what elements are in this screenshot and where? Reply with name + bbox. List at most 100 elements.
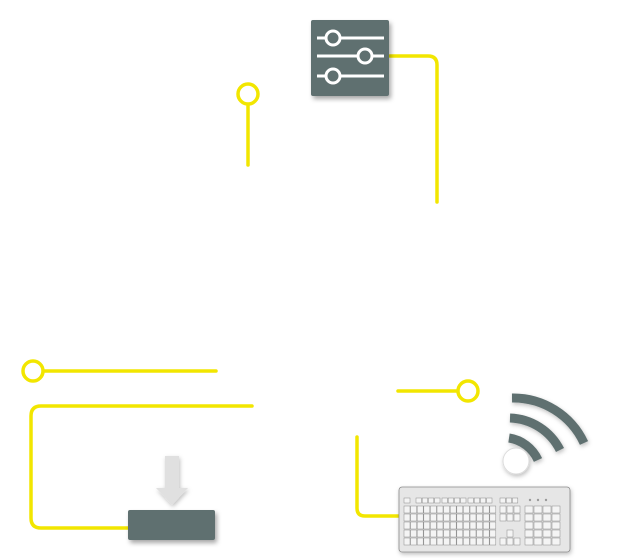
keyboard-led [544, 498, 548, 502]
keyboard-key [489, 529, 497, 538]
keyboard-key [482, 529, 490, 538]
keyboard-key [551, 505, 561, 514]
keyboard-key [423, 513, 431, 522]
keyboard-key [489, 537, 497, 546]
keyboard-key [463, 529, 470, 538]
keyboard-key [416, 505, 424, 514]
wifi-dot [502, 447, 530, 475]
keyboard-key [423, 505, 431, 514]
keyboard-key [443, 537, 450, 546]
keyboard-key [456, 513, 464, 522]
keyboard-key [542, 521, 552, 530]
keyboard-key [473, 497, 480, 504]
keyboard-key [436, 521, 444, 530]
keyboard-key [542, 513, 552, 522]
keyboard-key [436, 505, 444, 514]
connector-node-left [21, 359, 45, 383]
keyboard-key [460, 497, 467, 504]
keyboard-key [410, 505, 417, 514]
wifi-signal-icon [508, 393, 589, 463]
keyboard-key [463, 513, 470, 522]
keyboard-key [551, 521, 561, 530]
connector-left-loop [29, 404, 254, 530]
keyboard-key [428, 497, 435, 504]
keyboard-key [480, 497, 487, 504]
keyboard-key [524, 529, 534, 538]
keyboard-key [456, 521, 464, 530]
keyboard-key [430, 529, 437, 538]
keyboard-key [533, 521, 543, 530]
keyboard-keys [403, 497, 561, 546]
keyboard-key [436, 537, 444, 546]
keyboard-key [430, 521, 437, 530]
keyboard-key [449, 513, 457, 522]
keyboard-key [443, 521, 450, 530]
download-tray [128, 510, 215, 540]
keyboard-key [533, 537, 543, 546]
keyboard-key [456, 505, 464, 514]
keyboard-key [524, 537, 534, 546]
keyboard-key [421, 497, 428, 504]
keyboard-key [469, 513, 477, 522]
keyboard-key [513, 505, 521, 514]
keyboard-key [415, 497, 422, 504]
sliders-icon [311, 20, 389, 96]
keyboard-key [506, 513, 514, 522]
keyboard-key [463, 505, 470, 514]
keyboard-key [476, 505, 483, 514]
keyboard-key [403, 505, 411, 514]
keyboard-key [499, 513, 507, 522]
keyboard-key [463, 537, 470, 546]
keyboard-key [524, 505, 534, 514]
keyboard-key [533, 529, 543, 538]
keyboard-key [410, 529, 417, 538]
keyboard-key [499, 537, 507, 546]
keyboard-key [476, 513, 483, 522]
keyboard-key [434, 497, 441, 504]
settings-tile [311, 20, 389, 96]
keyboard-key [499, 497, 506, 504]
keyboard-key [482, 521, 490, 530]
keyboard-key [436, 513, 444, 522]
keyboard-key [512, 497, 519, 504]
keyboard-key [506, 529, 514, 538]
keyboard-key [416, 521, 424, 530]
keyboard-key [443, 513, 450, 522]
keyboard-key [456, 529, 464, 538]
keyboard-led [528, 498, 532, 502]
keyboard-key [423, 529, 431, 538]
keyboard-key [482, 537, 490, 546]
keyboard-key [423, 521, 431, 530]
keyboard-key [469, 529, 477, 538]
keyboard-key [403, 497, 411, 504]
keyboard-key [469, 537, 477, 546]
keyboard-key [441, 497, 448, 504]
keyboard-key [443, 529, 450, 538]
keyboard-key [449, 505, 457, 514]
keyboard-key [524, 521, 534, 530]
keyboard-key [513, 537, 521, 546]
keyboard-key [469, 521, 477, 530]
keyboard-key [449, 529, 457, 538]
keyboard-key [505, 497, 512, 504]
keyboard-key [533, 513, 543, 522]
keyboard-key [542, 529, 552, 538]
keyboard-key [463, 521, 470, 530]
keyboard-key [506, 537, 514, 546]
keyboard-key [551, 529, 561, 538]
download-arrow-icon [156, 456, 188, 505]
connector-settings-right [388, 54, 439, 204]
keyboard-led [536, 498, 540, 502]
keyboard-key [423, 537, 431, 546]
keyboard-key [410, 537, 417, 546]
keyboard-key [476, 521, 483, 530]
keyboard-key [489, 505, 497, 514]
keyboard-key [410, 521, 417, 530]
keyboard-key [533, 505, 543, 514]
keyboard-key [403, 529, 411, 538]
keyboard-key [403, 513, 411, 522]
keyboard-key [436, 529, 444, 538]
keyboard-key [416, 513, 424, 522]
